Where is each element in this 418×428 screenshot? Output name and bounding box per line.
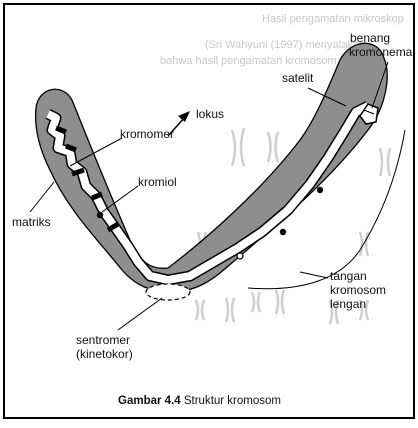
- label-kromomer: kromomer: [120, 127, 174, 141]
- leader-tangan: [300, 272, 328, 278]
- label-benang: benang: [350, 31, 390, 45]
- chromiole-dot: [97, 212, 103, 218]
- ghost-text-line-2: (Sri Wahyuni (1997) menyatakan: [205, 39, 365, 51]
- label-kromonema: kromonema: [349, 45, 413, 59]
- label-matriks: matriks: [12, 215, 51, 229]
- centromere: [146, 284, 190, 300]
- chromiole-dot: [280, 229, 286, 235]
- label-satelit: satelit: [282, 71, 314, 85]
- label-kromiol: kromiol: [138, 175, 177, 189]
- label-lengan: lengan: [330, 297, 366, 311]
- chromiole-dot: [317, 187, 323, 193]
- label-lokus: lokus: [196, 107, 224, 121]
- caption-text: Struktur kromosom: [181, 395, 281, 407]
- caption-number: Gambar 4.4: [118, 395, 181, 407]
- label-kromosom: kromosom: [330, 283, 386, 297]
- caption: Gambar 4.4 Struktur kromosom: [118, 395, 281, 407]
- matrix-body: [36, 43, 388, 292]
- label-tangan: tangan: [330, 269, 367, 283]
- chromiole-dot-hollow: [237, 253, 243, 259]
- label-kinetokor: (kinetokor): [76, 347, 133, 361]
- label-sentromer: sentromer: [76, 333, 130, 347]
- locus-arrowhead: [178, 111, 190, 122]
- leader-matriks: [30, 182, 54, 212]
- leader-sentromer: [118, 298, 162, 330]
- ghost-text-line-1: Hasil pengamatan mikroskop: [262, 13, 404, 25]
